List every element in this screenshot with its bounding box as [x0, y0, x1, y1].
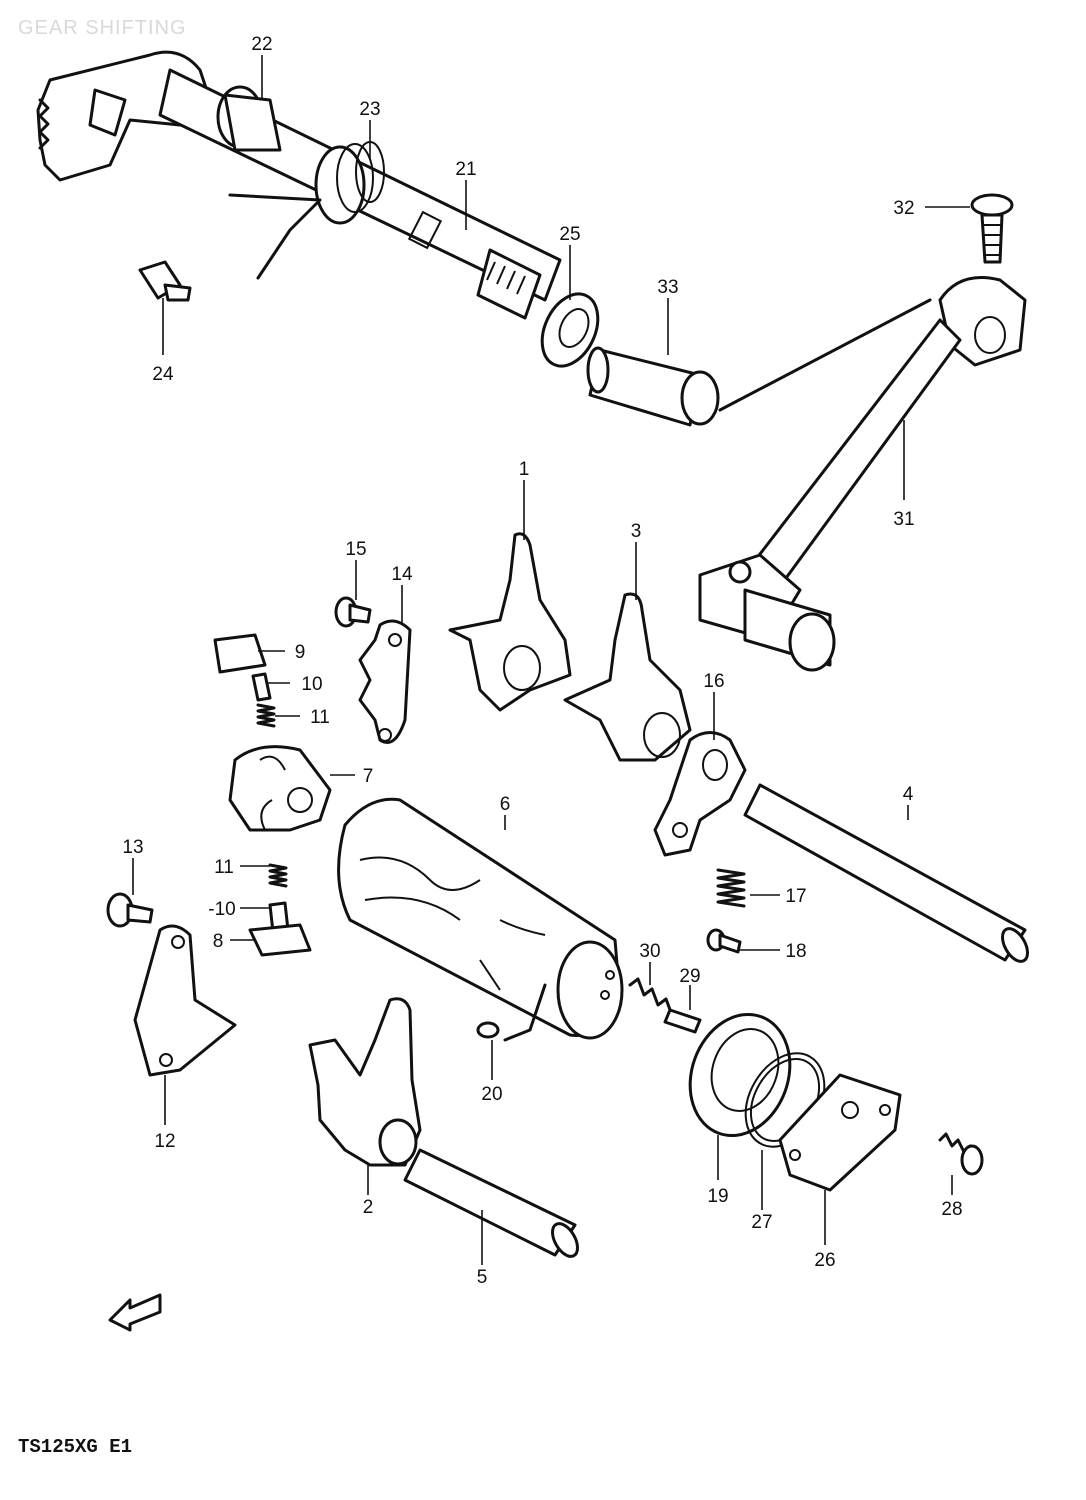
leader-lines: [132, 55, 970, 1265]
model-code: TS125XG E1: [18, 1436, 132, 1458]
shift-fork-2: [308, 997, 422, 1167]
pin-24: [138, 260, 192, 302]
callout-28: 28: [941, 1199, 962, 1220]
callout-3: 3: [631, 521, 642, 542]
callout-13: 13: [122, 837, 143, 858]
callout-27: 27: [751, 1212, 772, 1233]
bolt-32: [970, 193, 1014, 264]
watermark-title: GEAR SHIFTING: [18, 17, 187, 39]
callout-11b: 11: [214, 857, 234, 878]
gearshift-shaft-assembly: [36, 50, 562, 320]
callout-11: 11: [310, 707, 330, 728]
shift-fork-1: [448, 532, 572, 712]
callout-10: 10: [301, 674, 322, 695]
callout-14: 14: [391, 564, 413, 585]
callout-29: 29: [679, 966, 700, 987]
callout-5: 5: [477, 1267, 488, 1288]
shift-fork-3: [563, 592, 692, 762]
callout-9: 9: [295, 642, 306, 663]
spring-11-upper: [256, 703, 276, 728]
cam-drum-lead: [503, 983, 547, 1042]
callout-19: 19: [707, 1186, 728, 1207]
fork-shaft-4: [743, 783, 1029, 963]
callout-33: 33: [657, 277, 678, 298]
spacer-33: [586, 346, 720, 427]
spring-17: [716, 868, 746, 908]
callout-30: 30: [639, 941, 660, 962]
plate-19: [688, 1012, 792, 1138]
oil-seal-25: [540, 292, 600, 368]
plate-14: [358, 619, 412, 744]
cover-26: [778, 1073, 902, 1192]
cam-stopper-7: [228, 745, 332, 832]
cam-drum-6: [337, 797, 624, 1040]
screw-13: [106, 892, 154, 928]
callout-20: 20: [481, 1084, 502, 1105]
fork-shaft-5: [403, 1148, 579, 1258]
callout-22: 22: [251, 34, 272, 55]
callout-15: 15: [345, 539, 366, 560]
callout-2: 2: [363, 1197, 374, 1218]
bolt-28: [938, 1132, 984, 1176]
callout-8: 8: [213, 931, 224, 952]
callout-18: 18: [785, 941, 806, 962]
callout-17: 17: [785, 886, 806, 907]
screw-15: [334, 596, 372, 628]
callout-21: 21: [455, 159, 476, 180]
forward-arrow-icon: [108, 1293, 162, 1332]
pin-18: [706, 928, 742, 954]
part-9: [213, 633, 267, 674]
callout-32: 32: [893, 198, 914, 219]
stopper-16: [653, 731, 747, 857]
callout-16: 16: [703, 671, 724, 692]
callout-23: 23: [359, 99, 380, 120]
pin-29: [663, 1008, 702, 1034]
callout-10b: -10: [208, 899, 235, 920]
callout-4: 4: [903, 784, 914, 805]
pin-10-upper: [251, 672, 272, 702]
callout-12: 12: [154, 1131, 175, 1152]
callout-6: 6: [500, 794, 511, 815]
gearshift-lever-31: [698, 276, 1027, 672]
callout-7: 7: [363, 766, 374, 787]
pin-20: [476, 1021, 500, 1039]
callout-25: 25: [559, 224, 580, 245]
callout-31: 31: [893, 509, 914, 530]
callout-1: 1: [519, 459, 530, 480]
spring-11-lower: [268, 863, 288, 888]
callout-labels: 22 23 21 25 33 32 24 31 1 3 15 14 9 10 1…: [122, 34, 962, 1288]
pin-30: [628, 977, 674, 1017]
callout-24: 24: [152, 364, 174, 385]
pawl-8: [248, 923, 312, 957]
plate-12: [133, 924, 237, 1077]
callout-26: 26: [814, 1250, 835, 1271]
